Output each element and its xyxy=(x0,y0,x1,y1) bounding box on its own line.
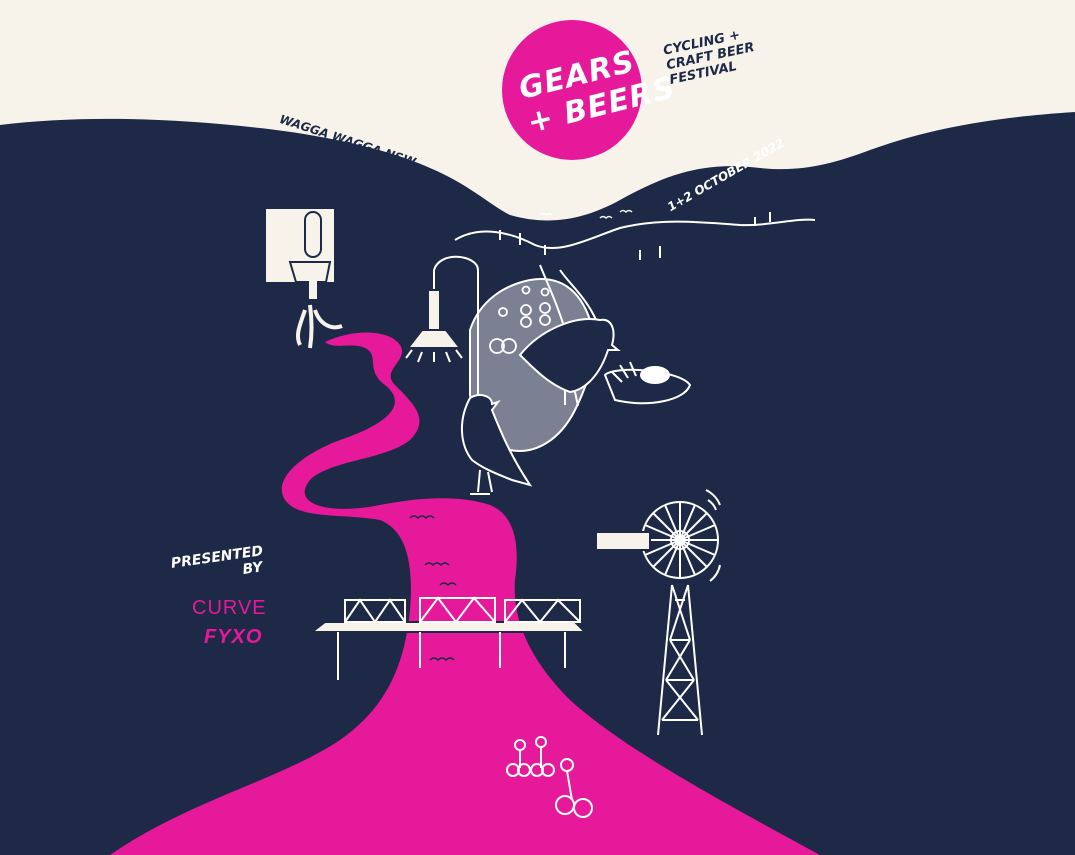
pink-river xyxy=(110,332,820,855)
beer-tap-icon xyxy=(264,207,343,349)
birds xyxy=(539,209,633,220)
street-lamp-icon xyxy=(405,255,479,395)
bridge-icon xyxy=(309,596,588,680)
crow-icon xyxy=(460,318,621,495)
dark-hills xyxy=(0,112,1075,855)
valley-cyclists xyxy=(489,285,551,354)
sponsor-fyxo: FYXO xyxy=(204,626,263,648)
windmill-icon xyxy=(595,489,721,736)
cyclist-icon xyxy=(506,736,593,818)
logo-circle xyxy=(502,20,642,160)
burger-basket-icon xyxy=(603,361,692,405)
hill-trees xyxy=(499,212,771,260)
distant-hills xyxy=(454,218,816,250)
river-waves xyxy=(409,515,457,662)
sponsor-curve: CURVE xyxy=(192,597,267,619)
